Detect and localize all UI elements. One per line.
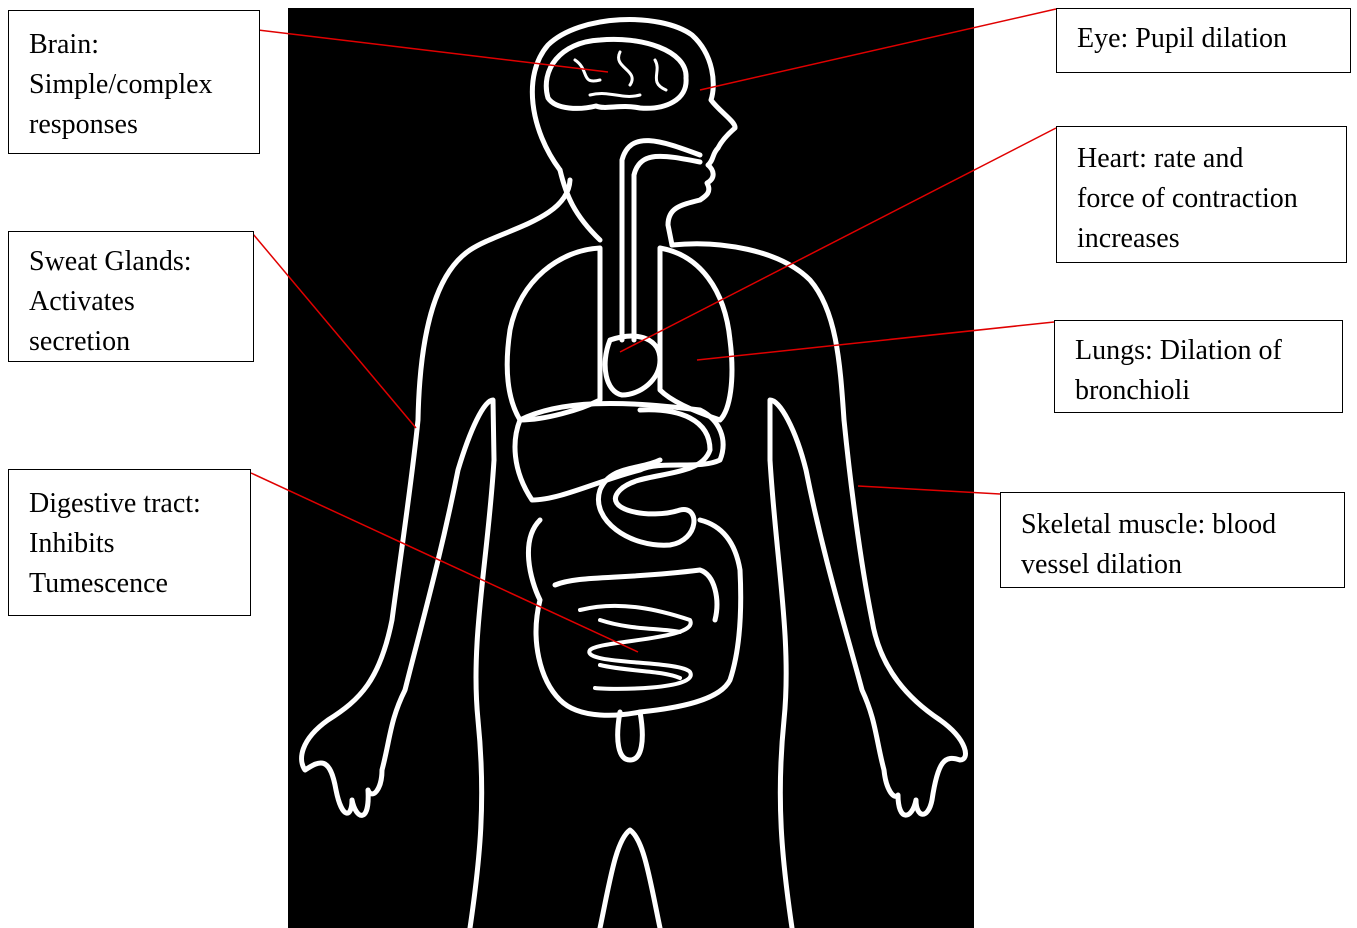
label-sweat-line-2: Activates — [29, 282, 237, 322]
label-muscle-line-2: vessel dilation — [1021, 545, 1328, 585]
label-heart-line-2: force of contraction — [1077, 179, 1330, 219]
label-sweat-line-1: Sweat Glands: — [29, 242, 237, 282]
label-lungs: Lungs: Dilation of bronchioli — [1054, 320, 1343, 413]
label-eye: Eye: Pupil dilation — [1056, 8, 1351, 73]
label-brain-line-3: responses — [29, 105, 243, 145]
label-digestive-line-2: Inhibits — [29, 524, 234, 564]
label-brain: Brain: Simple/complex responses — [8, 10, 260, 154]
label-brain-line-1: Brain: — [29, 25, 243, 65]
label-sweat-line-3: secretion — [29, 322, 237, 362]
label-heart: Heart: rate and force of contraction inc… — [1056, 126, 1347, 263]
label-lungs-line-1: Lungs: Dilation of — [1075, 331, 1326, 371]
label-brain-line-2: Simple/complex — [29, 65, 243, 105]
label-eye-line-1: Eye: Pupil dilation — [1077, 19, 1334, 59]
label-muscle-line-1: Skeletal muscle: blood — [1021, 505, 1328, 545]
label-digestive-tract: Digestive tract: Inhibits Tumescence — [8, 469, 251, 616]
label-digestive-line-1: Digestive tract: — [29, 484, 234, 524]
label-heart-line-1: Heart: rate and — [1077, 139, 1330, 179]
label-sweat-glands: Sweat Glands: Activates secretion — [8, 231, 254, 362]
label-skeletal-muscle: Skeletal muscle: blood vessel dilation — [1000, 492, 1345, 588]
label-lungs-line-2: bronchioli — [1075, 371, 1326, 411]
label-heart-line-3: increases — [1077, 219, 1330, 259]
label-digestive-line-3: Tumescence — [29, 564, 234, 604]
